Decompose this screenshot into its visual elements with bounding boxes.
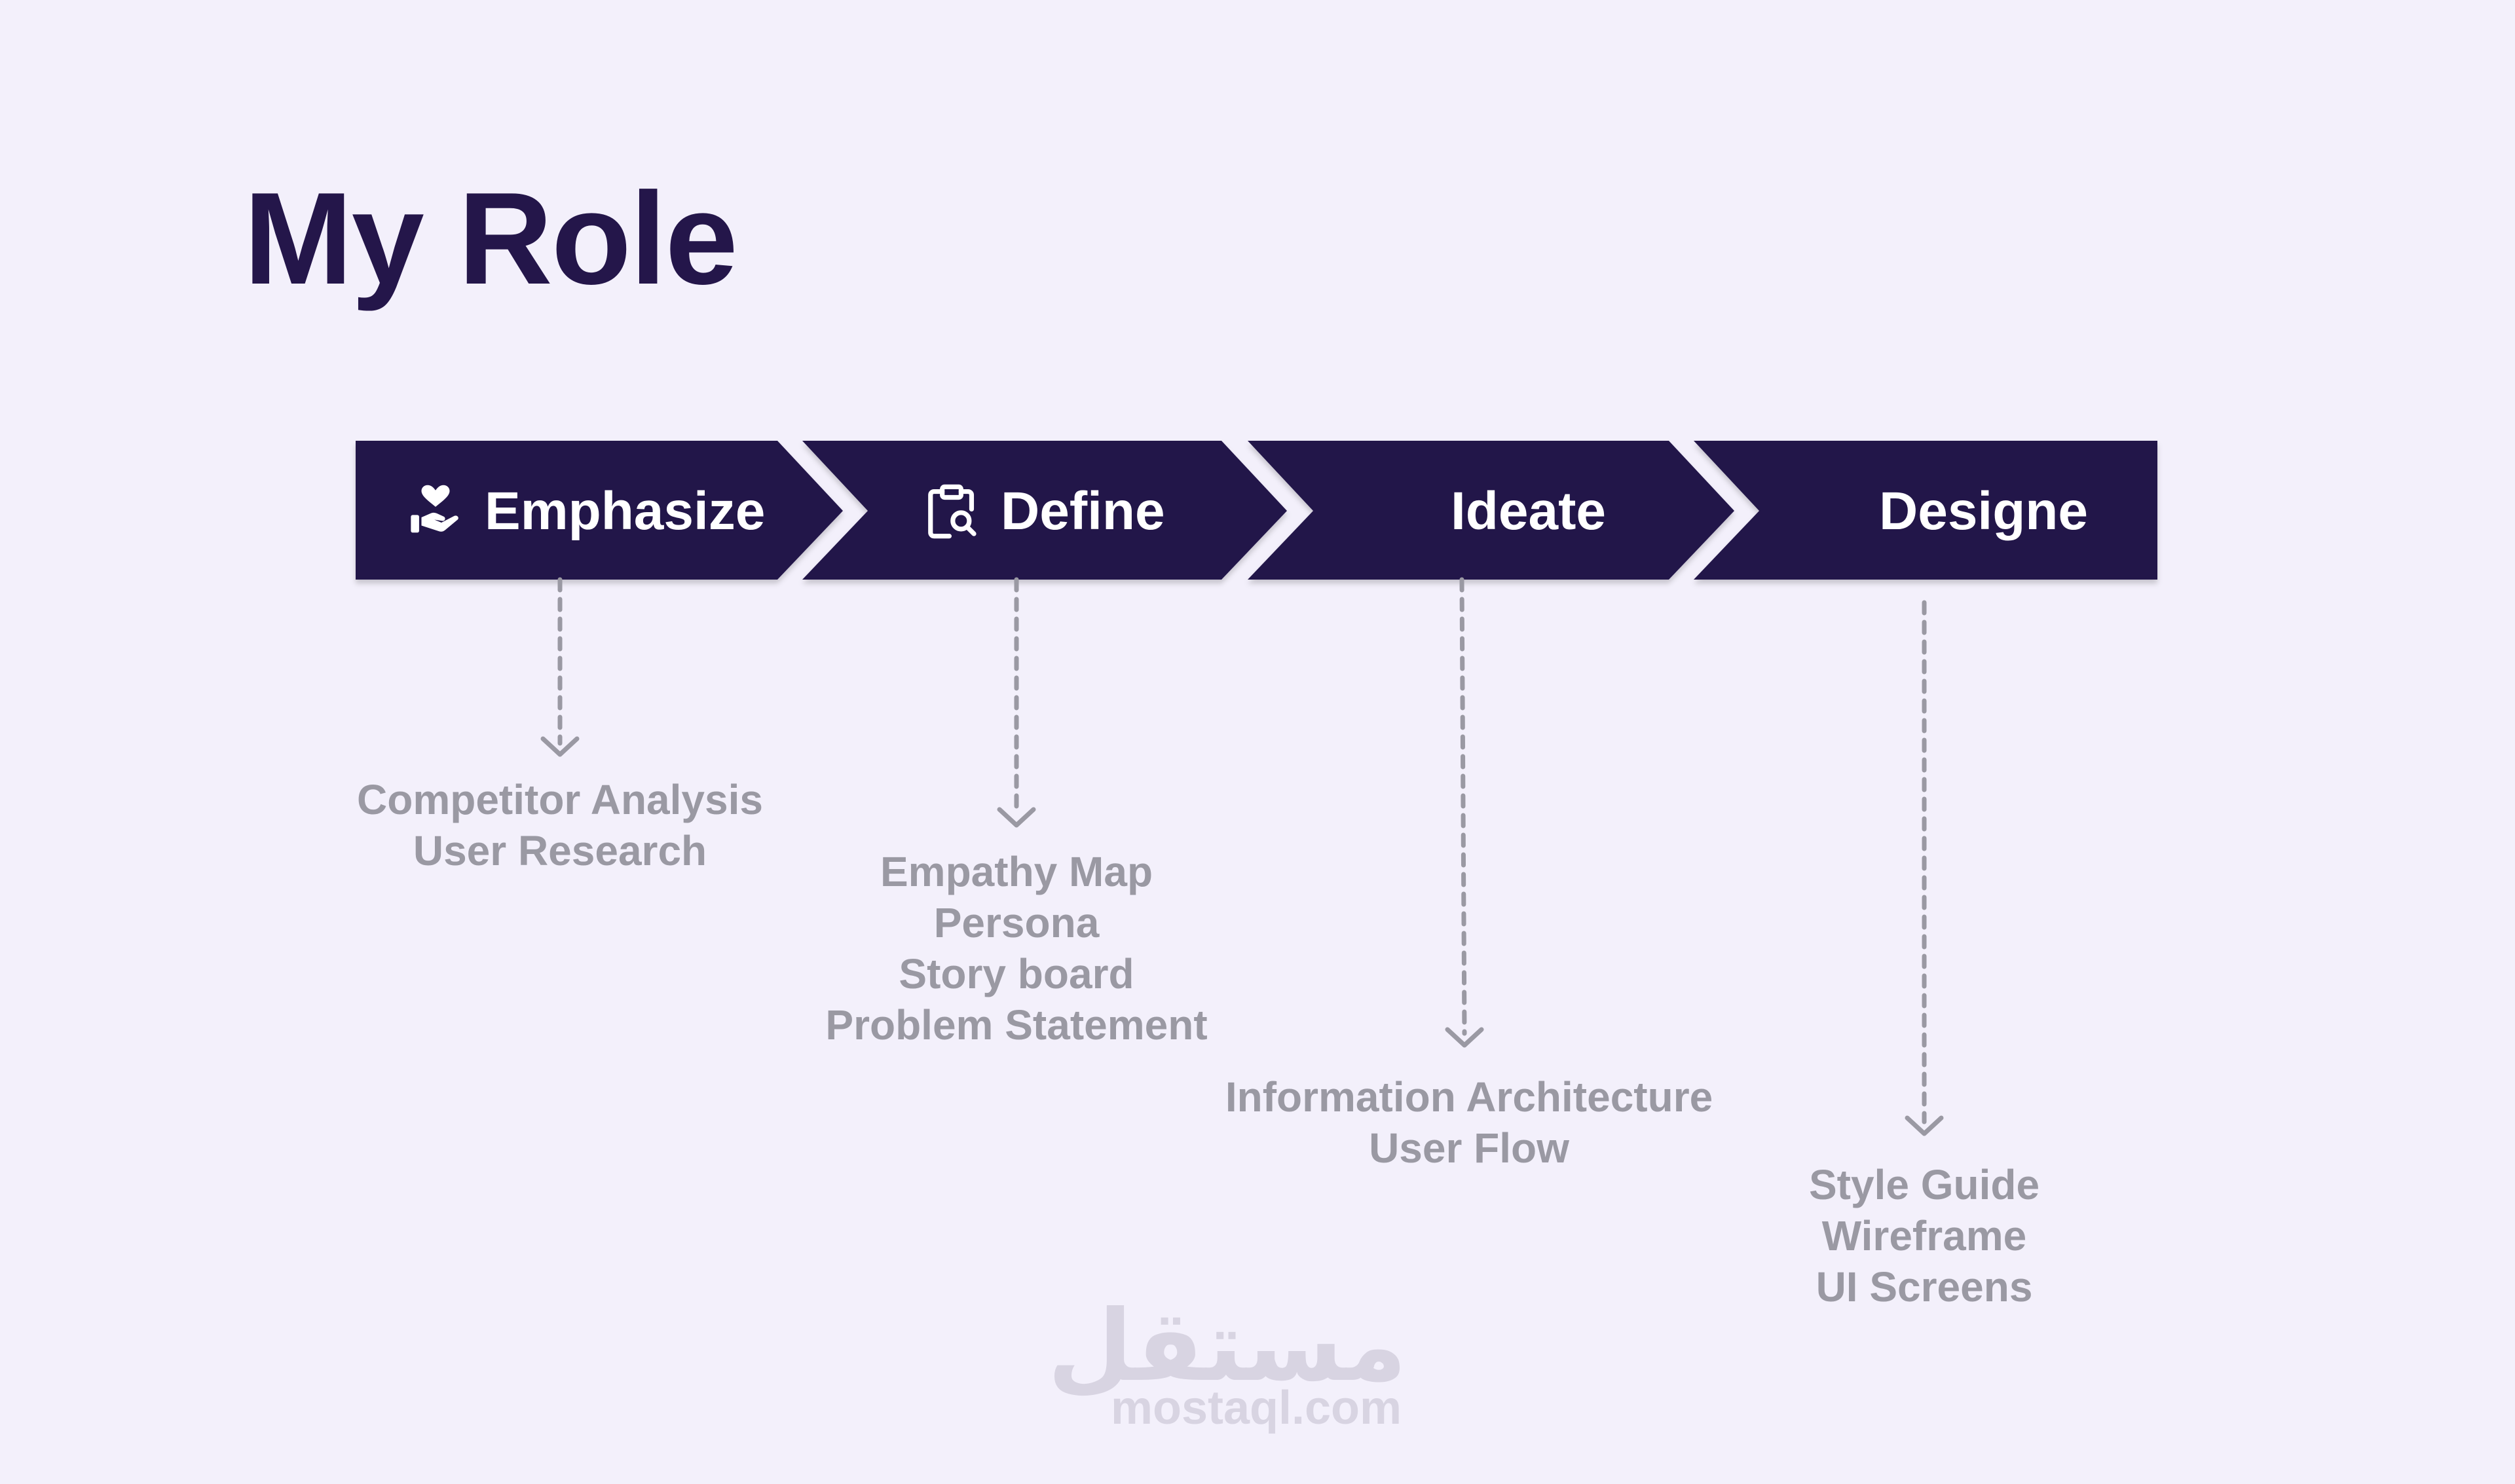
output-item: Empathy Map: [880, 848, 1153, 895]
designe-outputs: Style Guide Wireframe UI Screens: [1809, 1159, 2040, 1312]
step-emphasize-label: Emphasize: [485, 481, 766, 541]
output-item: UI Screens: [1816, 1263, 2033, 1310]
output-item: User Flow: [1369, 1124, 1569, 1172]
emphasize-outputs: Competitor Analysis User Research: [357, 774, 763, 876]
step-designe: Designe: [1879, 480, 2088, 543]
output-item: User Research: [413, 827, 707, 874]
hand-heart-icon: [411, 485, 458, 533]
clipboard-search-icon: [928, 484, 977, 539]
ideate-outputs: Information Architecture User Flow: [1225, 1071, 1713, 1174]
output-item: Information Architecture: [1225, 1073, 1713, 1121]
step-ideate-shape: [1248, 441, 1734, 580]
output-item: Style Guide: [1808, 1161, 2040, 1208]
step-designe-shape: [1694, 441, 2157, 580]
step-define-label: Define: [1001, 481, 1165, 541]
output-item: Persona: [933, 899, 1100, 946]
arrowhead-ideate-icon: [1445, 1027, 1484, 1048]
output-item: Wireframe: [1821, 1212, 2027, 1259]
output-item: Competitor Analysis: [357, 776, 763, 823]
watermark-arabic: مستقل: [1047, 1291, 1407, 1401]
step-define: Define: [923, 480, 1165, 543]
watermark-url: mostaql.com: [1110, 1382, 1402, 1434]
output-item: Problem Statement: [825, 1001, 1208, 1048]
connector-ideate: [1459, 577, 1467, 1036]
arrowhead-emphasize-icon: [540, 736, 580, 757]
define-outputs: Empathy Map Persona Story board Problem …: [825, 846, 1207, 1050]
step-ideate-label: Ideate: [1451, 481, 1606, 541]
page-title: My Role: [244, 166, 738, 312]
step-designe-label: Designe: [1879, 481, 2088, 541]
step-ideate: Ideate: [1451, 480, 1606, 543]
watermark-logo: مستقل mostaql.com: [1047, 1291, 1407, 1434]
step-emphasize-shape: [356, 441, 843, 580]
arrowhead-designe-icon: [1905, 1115, 1944, 1136]
output-item: Story board: [899, 950, 1134, 997]
arrowhead-define-icon: [997, 807, 1036, 828]
step-define-shape: [802, 441, 1287, 580]
step-emphasize: Emphasize: [407, 480, 765, 543]
